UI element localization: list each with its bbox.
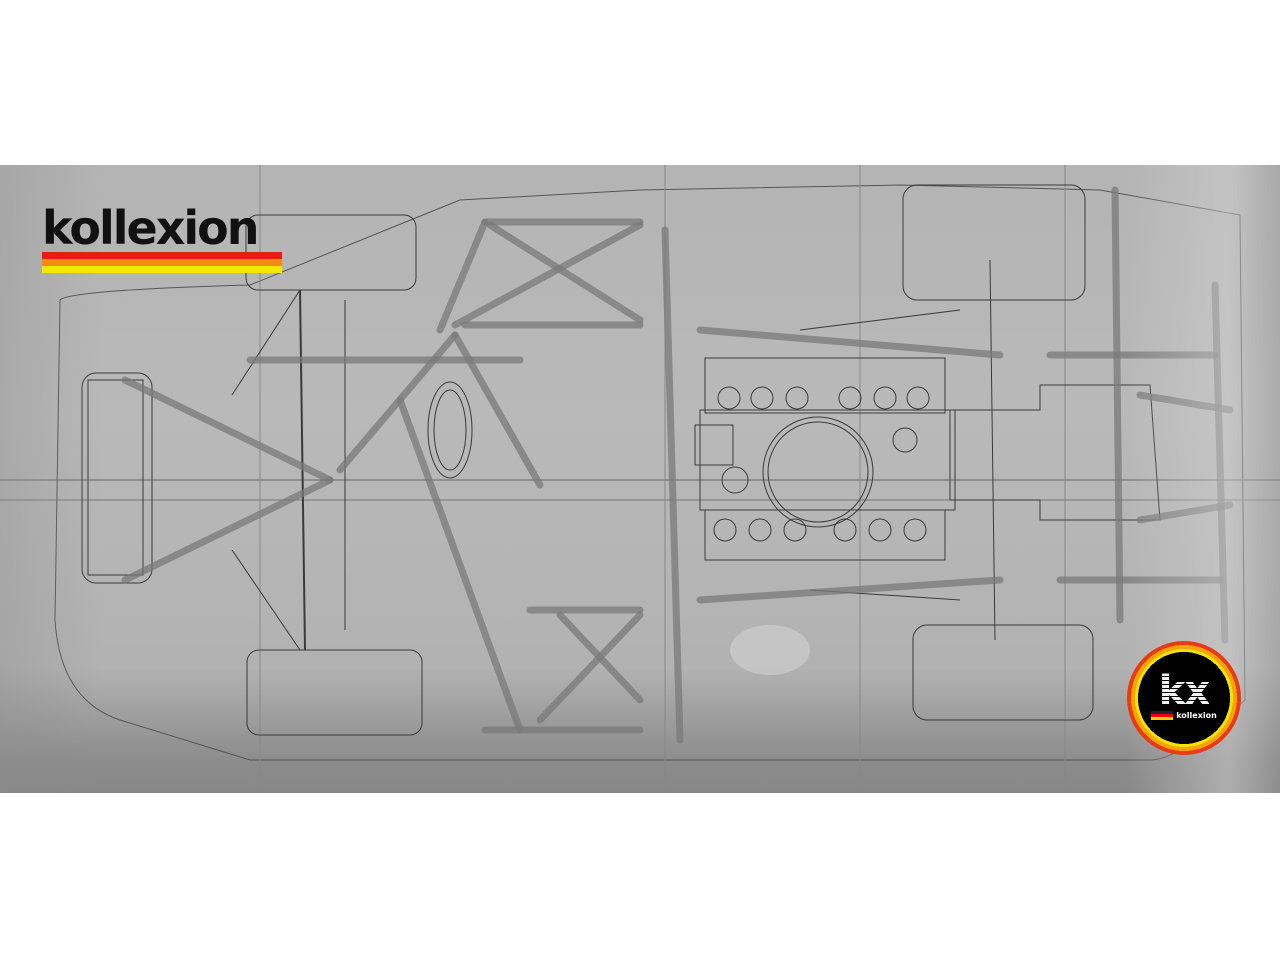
badge-subtext: kollexion (1176, 710, 1217, 720)
kollexion-logo: kollexion (42, 201, 282, 273)
logo-stripe-orange (42, 259, 282, 266)
logo-stripe-yellow (42, 266, 282, 273)
badge-monogram: kx (1158, 667, 1210, 714)
logo-stripe-red (42, 252, 282, 259)
german-flag-icon (1151, 710, 1174, 720)
logo-wordmark: kollexion (42, 201, 259, 255)
kx-badge-logo: kx kollexion (1127, 641, 1241, 755)
